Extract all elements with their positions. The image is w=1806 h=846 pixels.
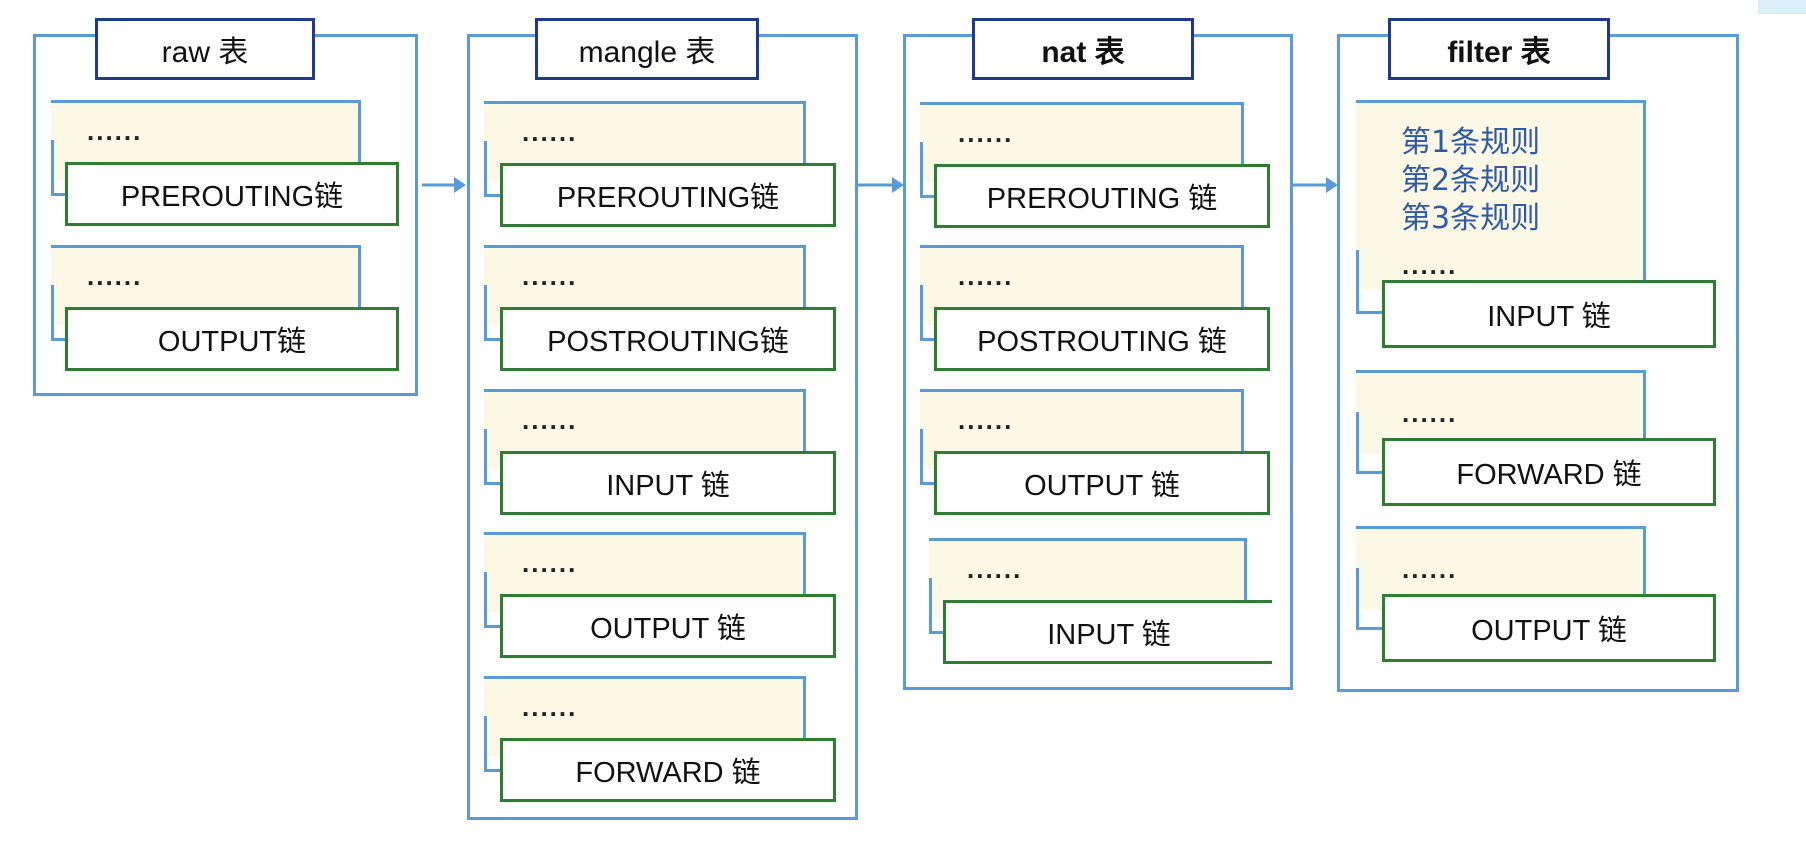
rule-ellipsis: ...... [522, 261, 578, 291]
chain-raw-prerouting: PREROUTING链 [65, 162, 399, 226]
connector-line [920, 429, 940, 485]
table-title-filter: filter 表 [1388, 18, 1610, 80]
rule-ellipsis: ...... [958, 118, 1014, 148]
connector-line [484, 716, 504, 772]
chain-nat-output: OUTPUT 链 [934, 451, 1270, 515]
connector-line [1356, 412, 1384, 474]
rule-item: 第3条规则 [1401, 201, 1541, 236]
connector-line [484, 141, 504, 197]
table-title-nat: nat 表 [972, 18, 1194, 80]
connector-line [920, 142, 940, 198]
connector-line [484, 572, 504, 628]
chain-mangle-prerouting: PREROUTING链 [500, 163, 836, 227]
chain-raw-output: OUTPUT链 [65, 307, 399, 371]
rule-ellipsis: ...... [958, 261, 1014, 291]
chain-filter-forward: FORWARD 链 [1382, 438, 1716, 506]
rule-ellipsis: ...... [87, 116, 143, 146]
chain-group-mangle-postrouting: ...... POSTROUTING链 [484, 245, 838, 373]
chain-group-mangle-forward: ...... FORWARD 链 [484, 676, 838, 804]
chain-filter-output: OUTPUT 链 [1382, 594, 1716, 662]
arrow-mangle-to-nat [858, 177, 904, 193]
rule-list: 第1条规则 第2条规则 第3条规则 [1401, 124, 1540, 238]
chain-group-raw-prerouting: ...... PREROUTING链 [51, 100, 401, 228]
rule-ellipsis: ...... [1402, 250, 1458, 280]
connector-line [1356, 568, 1384, 630]
chain-filter-input: INPUT 链 [1382, 280, 1716, 348]
chain-mangle-forward: FORWARD 链 [500, 738, 836, 802]
connector-line [920, 285, 940, 341]
chain-group-nat-input: ...... INPUT 链 [929, 538, 1272, 666]
chain-group-filter-output: ...... OUTPUT 链 [1356, 526, 1718, 664]
chain-group-nat-postrouting: ...... POSTROUTING 链 [920, 245, 1272, 373]
connector-line [929, 578, 949, 634]
rule-ellipsis: ...... [1402, 398, 1458, 428]
chain-group-raw-output: ...... OUTPUT链 [51, 245, 401, 373]
rule-ellipsis: ...... [958, 405, 1014, 435]
corner-accent [1758, 0, 1806, 14]
arrow-nat-to-filter [1292, 177, 1338, 193]
connector-line [1356, 250, 1384, 314]
rule-item: 第1条规则 [1401, 125, 1541, 160]
connector-line [484, 285, 504, 341]
chain-nat-postrouting: POSTROUTING 链 [934, 307, 1270, 371]
rule-ellipsis: ...... [1402, 554, 1458, 584]
chain-group-nat-prerouting: ...... PREROUTING 链 [920, 102, 1272, 230]
chain-mangle-output: OUTPUT 链 [500, 594, 836, 658]
chain-group-mangle-input: ...... INPUT 链 [484, 389, 838, 517]
connector-line [484, 429, 504, 485]
chain-group-nat-output: ...... OUTPUT 链 [920, 389, 1272, 517]
rule-ellipsis: ...... [522, 405, 578, 435]
table-title-raw: raw 表 [95, 18, 315, 80]
connector-line [51, 285, 71, 341]
chain-mangle-postrouting: POSTROUTING链 [500, 307, 836, 371]
table-title-mangle: mangle 表 [535, 18, 759, 80]
chain-group-mangle-prerouting: ...... PREROUTING链 [484, 101, 838, 229]
rule-card [1356, 100, 1646, 290]
chain-nat-prerouting: PREROUTING 链 [934, 164, 1270, 228]
rule-ellipsis: ...... [967, 554, 1023, 584]
rule-ellipsis: ...... [522, 692, 578, 722]
rule-ellipsis: ...... [87, 261, 143, 291]
chain-mangle-input: INPUT 链 [500, 451, 836, 515]
chain-group-filter-input: 第1条规则 第2条规则 第3条规则 ...... INPUT 链 [1356, 100, 1718, 350]
chain-nat-input: INPUT 链 [943, 600, 1272, 664]
connector-line [51, 140, 71, 196]
rule-ellipsis: ...... [522, 548, 578, 578]
rule-item: 第2条规则 [1401, 163, 1541, 198]
chain-group-mangle-output: ...... OUTPUT 链 [484, 532, 838, 660]
arrow-raw-to-mangle [422, 177, 466, 193]
chain-group-filter-forward: ...... FORWARD 链 [1356, 370, 1718, 508]
rule-ellipsis: ...... [522, 117, 578, 147]
